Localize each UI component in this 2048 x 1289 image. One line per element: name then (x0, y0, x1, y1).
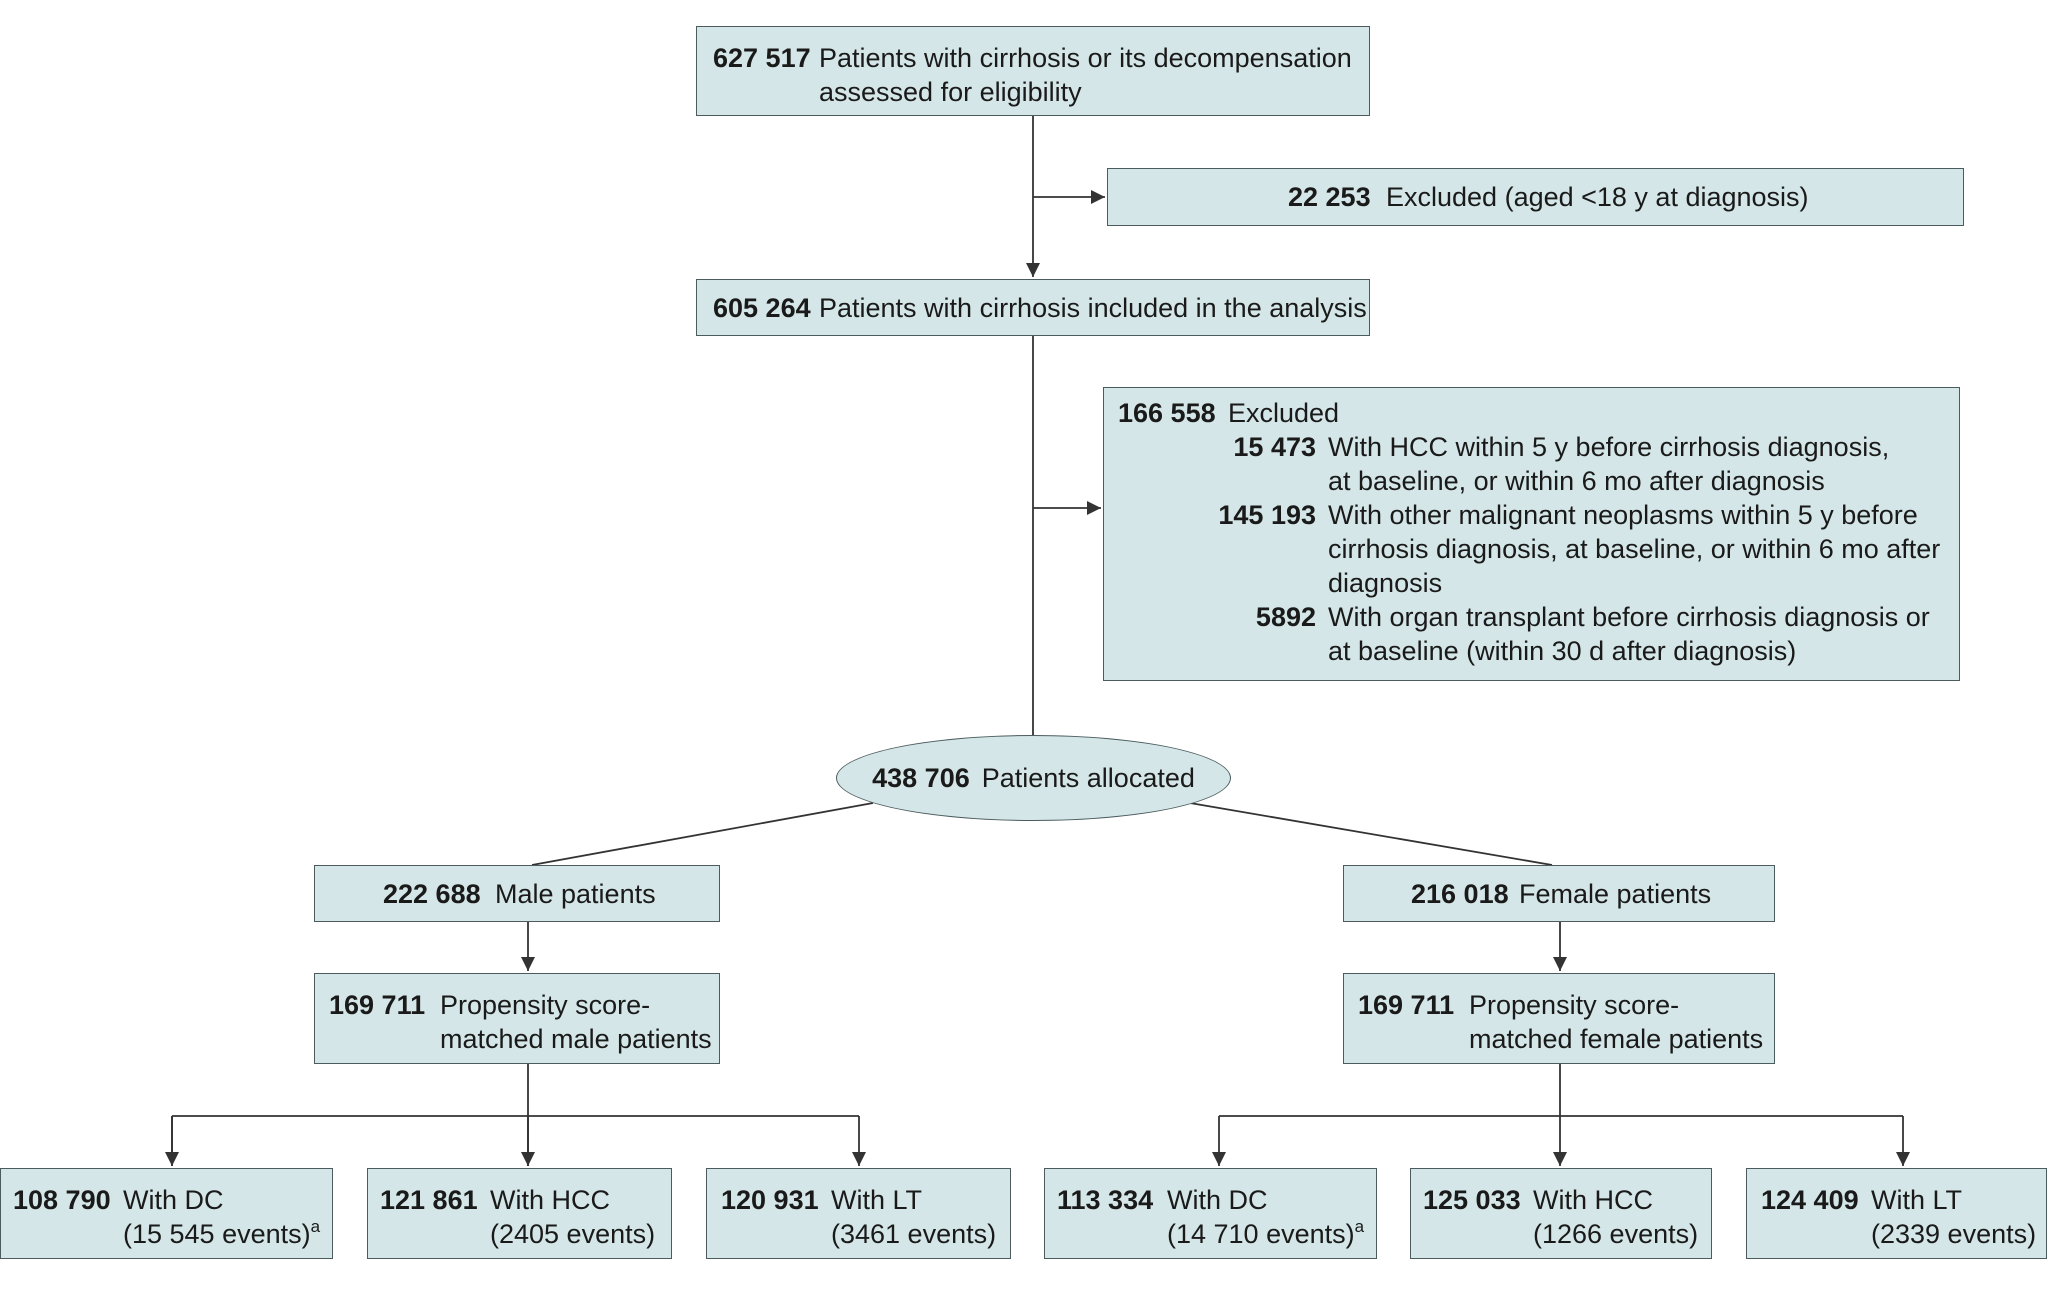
excluded-other-box: 166 558 Excluded 15 473 With HCC within … (1103, 387, 1960, 681)
male-hcc-events: (2405 events) (490, 1219, 656, 1249)
excluded-neoplasm-text-2: cirrhosis diagnosis, at baseline, or wit… (1328, 534, 1941, 564)
female-dc-label: With DC (1167, 1185, 1268, 1215)
male-hcc-box: 121 861 With HCC (2405 events) (367, 1168, 672, 1259)
excluded-transplant-text-1: With organ transplant before cirrhosis d… (1328, 602, 1930, 632)
eligibility-text-1: Patients with cirrhosis or its decompens… (819, 43, 1352, 73)
female-hcc-label: With HCC (1533, 1185, 1653, 1215)
excluded-other-count: 166 558 (1118, 398, 1216, 428)
female-dc-box: 113 334 With DC (14 710 events)a (1044, 1168, 1377, 1259)
female-hcc-count: 125 033 (1423, 1185, 1521, 1215)
excluded-hcc-text-2: at baseline, or within 6 mo after diagno… (1328, 466, 1825, 496)
eligibility-text-2: assessed for eligibility (819, 77, 1082, 107)
male-hcc-count: 121 861 (380, 1185, 478, 1215)
connector-allocated-to-male (531, 802, 874, 866)
female-matched-text-2: matched female patients (1469, 1024, 1764, 1054)
excluded-hcc-text-1: With HCC within 5 y before cirrhosis dia… (1328, 432, 1890, 462)
connector-allocated-to-female (1189, 802, 1553, 866)
female-lt-box: 124 409 With LT (2339 events) (1746, 1168, 2047, 1259)
connector-male-branch (171, 1064, 859, 1166)
male-matched-count: 169 711 (329, 990, 426, 1020)
connector-female-branch (1219, 1064, 1903, 1117)
male-box: 222 688 Male patients (314, 865, 720, 922)
male-dc-count: 108 790 (13, 1185, 111, 1215)
male-matched-text-2: matched male patients (440, 1024, 712, 1054)
female-box: 216 018 Female patients (1343, 865, 1775, 922)
excluded-hcc-count: 15 473 (1233, 432, 1316, 462)
included-box: 605 264 Patients with cirrhosis included… (696, 279, 1370, 336)
allocated-count: 438 706 (872, 762, 970, 793)
male-count: 222 688 (383, 879, 481, 909)
male-text: Male patients (495, 879, 656, 909)
male-lt-events: (3461 events) (831, 1219, 997, 1249)
female-dc-events: (14 710 events) (1167, 1219, 1355, 1249)
eligibility-box: 627 517 Patients with cirrhosis or its d… (696, 26, 1370, 116)
male-dc-footnote: a (310, 1217, 321, 1236)
included-count: 605 264 (713, 293, 811, 323)
female-lt-label: With LT (1871, 1185, 1963, 1215)
female-dc-footnote: a (1354, 1217, 1365, 1236)
female-lt-events: (2339 events) (1871, 1219, 2037, 1249)
excluded-neoplasm-count: 145 193 (1218, 500, 1316, 530)
male-matched-text-1: Propensity score- (440, 990, 651, 1020)
female-count: 216 018 (1411, 879, 1509, 909)
excluded-age-text: Excluded (aged <18 y at diagnosis) (1386, 182, 1809, 212)
female-dc-count: 113 334 (1057, 1185, 1154, 1215)
female-lt-count: 124 409 (1761, 1185, 1859, 1215)
eligibility-count: 627 517 (713, 43, 811, 73)
included-text: Patients with cirrhosis included in the … (819, 293, 1367, 323)
excluded-transplant-count: 5892 (1255, 602, 1316, 632)
excluded-age-count: 22 253 (1288, 182, 1371, 212)
excluded-age-box: 22 253 Excluded (aged <18 y at diagnosis… (1107, 168, 1964, 226)
excluded-transplant-text-2: at baseline (within 30 d after diagnosis… (1328, 636, 1797, 666)
male-matched-box: 169 711 Propensity score- matched male p… (314, 973, 720, 1064)
male-dc-events: (15 545 events) (123, 1219, 311, 1249)
female-text: Female patients (1519, 879, 1712, 909)
female-hcc-box: 125 033 With HCC (1266 events) (1410, 1168, 1712, 1259)
excluded-other-label: Excluded (1228, 398, 1340, 428)
female-matched-count: 169 711 (1358, 990, 1455, 1020)
male-lt-label: With LT (831, 1185, 923, 1215)
male-hcc-label: With HCC (490, 1185, 610, 1215)
female-matched-text-1: Propensity score- (1469, 990, 1680, 1020)
male-dc-box: 108 790 With DC (15 545 events)a (0, 1168, 333, 1259)
female-matched-box: 169 711 Propensity score- matched female… (1343, 973, 1775, 1064)
female-hcc-events: (1266 events) (1533, 1219, 1699, 1249)
excluded-neoplasm-text-3: diagnosis (1328, 568, 1443, 598)
male-dc-label: With DC (123, 1185, 224, 1215)
male-lt-box: 120 931 With LT (3461 events) (706, 1168, 1011, 1259)
allocated-text: Patients allocated (981, 762, 1195, 793)
excluded-neoplasm-text-1: With other malignant neoplasms within 5 … (1328, 500, 1918, 530)
allocated-ellipse: 438 706 Patients allocated (836, 735, 1231, 821)
male-lt-count: 120 931 (721, 1185, 819, 1215)
